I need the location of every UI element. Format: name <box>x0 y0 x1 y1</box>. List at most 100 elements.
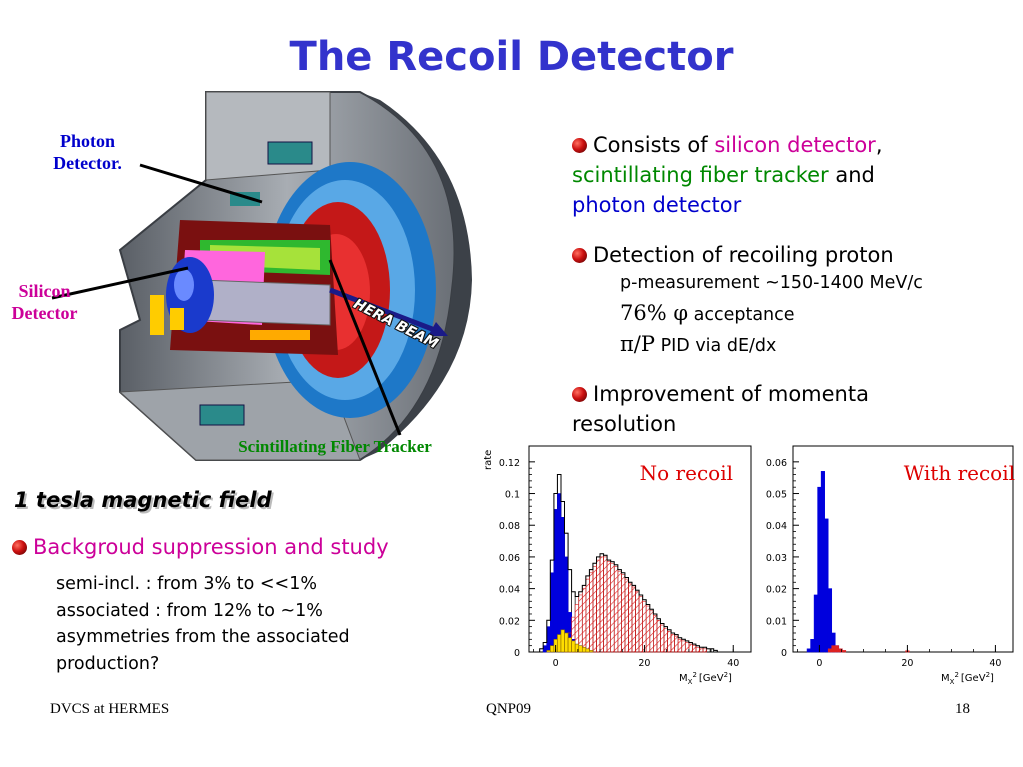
histogram-bar <box>585 578 590 653</box>
histogram-bar <box>617 570 622 653</box>
x-label-unit-sup: 2 <box>986 671 990 679</box>
y-tick-label: 0 <box>514 648 520 659</box>
histogram-bar <box>684 642 690 653</box>
bullet-3-line-2: resolution <box>572 412 677 436</box>
histogram-bar <box>603 556 608 653</box>
plot-frame <box>792 445 1014 653</box>
bullet-1-photon: photon detector <box>572 193 742 217</box>
bullet-2-sub-3: π/P PID via dE/dx <box>620 329 1020 361</box>
magnetic-field-heading: 1 tesla magnetic field <box>14 488 272 512</box>
x-label-unit-close: ] <box>990 673 994 684</box>
histogram-bar <box>578 594 583 653</box>
x-label-sub: X <box>688 678 693 686</box>
histogram-bar <box>642 600 647 653</box>
y-axis-label: rate <box>483 450 494 470</box>
histogram-bar <box>692 645 697 653</box>
histogram-bar <box>699 648 704 653</box>
histogram-bar <box>645 605 651 653</box>
background-line-3: asymmetries from the associated <box>56 627 350 647</box>
footer-page-number: 18 <box>955 701 970 717</box>
histogram-bar <box>564 632 569 653</box>
bullet-1-silicon: silicon detector <box>714 133 876 157</box>
y-tick-label: 0.05 <box>766 490 787 501</box>
x-tick-label: 0 <box>553 658 559 669</box>
histogram-bar <box>581 588 587 653</box>
y-tick-label: 0 <box>781 648 787 659</box>
histogram-bar <box>613 566 619 653</box>
background-bullet-text: Backgroud suppression and study <box>33 535 389 559</box>
background-bullet: Backgroud suppression and study <box>12 532 492 562</box>
y-tick-label: 0.08 <box>499 521 520 532</box>
histogram-bar <box>827 588 833 653</box>
bullet-1: Consists of silicon detector, scintillat… <box>572 130 1012 220</box>
histogram-bar <box>550 572 555 653</box>
histogram-bar <box>596 559 601 653</box>
histogram-bar <box>670 634 675 653</box>
x-tick-label: 20 <box>901 658 913 669</box>
bullet-2-sub-1: p-measurement ~150-1400 MeV/c <box>620 273 923 293</box>
histogram-bar <box>649 610 654 653</box>
histogram-bar <box>567 637 572 653</box>
y-tick-label: 0.06 <box>766 458 787 469</box>
histogram-bar <box>606 561 611 653</box>
photon-detector-label-2: Detector. <box>53 153 122 173</box>
histogram-bar <box>610 562 615 653</box>
y-tick-label: 0.04 <box>766 521 787 532</box>
y-tick-label: 0.06 <box>499 553 520 564</box>
bullet-3-line-1: Improvement of momenta <box>593 382 869 406</box>
bullet-1-scifi: scintillating fiber tracker <box>572 163 829 187</box>
x-axis-label: MX2[GeV2] <box>941 671 994 686</box>
histogram-bar <box>581 646 587 653</box>
histogram-bar <box>810 639 815 653</box>
detector-illustration <box>51 91 472 461</box>
histogram-bar <box>834 645 840 653</box>
histogram-bar <box>702 648 707 653</box>
histogram-bar <box>571 640 576 653</box>
histogram-bar <box>653 615 658 653</box>
y-tick-label: 0.03 <box>766 553 787 564</box>
bullet-3: Improvement of momenta resolution <box>572 379 1012 439</box>
histogram-bar <box>681 640 686 653</box>
bullet-2-text: Detection of recoiling proton <box>593 243 894 267</box>
bullet-icon <box>572 138 587 153</box>
x-label-sub: X <box>950 678 955 686</box>
histogram-bar <box>820 471 825 653</box>
bullet-1-and: and <box>828 163 875 187</box>
histogram-bar <box>688 643 693 653</box>
histogram-bar <box>585 648 590 653</box>
histogram-bar <box>824 518 829 653</box>
bullet-icon <box>572 248 587 263</box>
x-label-unit: [GeV <box>699 673 724 684</box>
histogram-bar <box>817 486 822 653</box>
histogram-bar <box>542 645 548 653</box>
x-label-unit-sup: 2 <box>724 671 728 679</box>
histogram-bar <box>592 566 597 653</box>
histogram-bar <box>827 648 833 653</box>
x-label-sup: 2 <box>954 671 958 679</box>
histogram-bar <box>831 645 836 653</box>
histogram-bar <box>631 586 636 653</box>
slide-title: The Recoil Detector <box>289 34 734 80</box>
photon-detector-label-1: Photon <box>59 131 115 151</box>
bullet-icon <box>572 387 587 402</box>
histogram-bar <box>589 572 594 653</box>
background-line-1: semi-incl. : from 3% to <<1% <box>56 574 317 594</box>
x-tick-label: 40 <box>727 658 739 669</box>
histogram-bar <box>813 594 818 653</box>
x-tick-label: 20 <box>638 658 650 669</box>
histogram-bar <box>589 650 594 653</box>
y-tick-label: 0.02 <box>766 585 787 596</box>
histogram-bar <box>638 596 643 653</box>
x-tick-label: 0 <box>816 658 822 669</box>
footer-center: QNP09 <box>486 701 532 717</box>
histogram-bar <box>667 631 672 653</box>
background-line-2: associated : from 12% to ~1% <box>56 600 323 621</box>
histogram-bar <box>677 639 683 653</box>
histogram-bar <box>621 574 626 653</box>
x-label-m: M <box>941 673 950 684</box>
chart-title: No recoil <box>640 461 733 485</box>
y-tick-label: 0.02 <box>499 616 520 627</box>
scifi-tracker-label: Scintillating Fiber Tracker <box>238 437 432 456</box>
histogram-outline <box>539 474 718 652</box>
pid-text: PID via dE/dx <box>655 336 777 356</box>
